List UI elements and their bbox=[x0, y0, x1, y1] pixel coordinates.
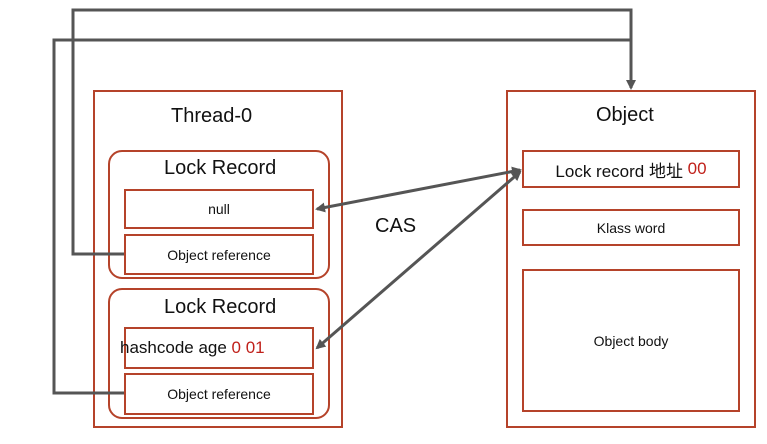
object-title: Object bbox=[596, 104, 654, 126]
hashcode-lock-bits: 0 01 bbox=[231, 338, 265, 357]
thread-title: Thread-0 bbox=[171, 105, 253, 127]
lock-record-2-object-reference: Object reference bbox=[124, 373, 314, 415]
lock-record-1-object-reference: Object reference bbox=[124, 234, 314, 275]
cas-label: CAS bbox=[375, 215, 417, 237]
cas-arrow-null bbox=[315, 166, 522, 213]
mark-word-label: Lock record 地址 bbox=[555, 161, 688, 181]
lock-record-2-hashcode-text: hashcode age 0 01 bbox=[120, 338, 265, 358]
lock-record-1-null-field: null bbox=[124, 189, 314, 229]
mark-word-lock-bits: 00 bbox=[687, 159, 707, 178]
object-body: Object body bbox=[522, 269, 740, 412]
hashcode-age-label: hashcode age bbox=[120, 338, 232, 357]
object-klass-word: Klass word bbox=[522, 209, 740, 246]
lock-record-1-title: Lock Record bbox=[164, 157, 277, 179]
lock-record-2-title: Lock Record bbox=[164, 296, 277, 318]
cas-arrow-hashcode bbox=[315, 170, 522, 350]
object-mark-word: Lock record 地址 00 bbox=[522, 150, 740, 188]
